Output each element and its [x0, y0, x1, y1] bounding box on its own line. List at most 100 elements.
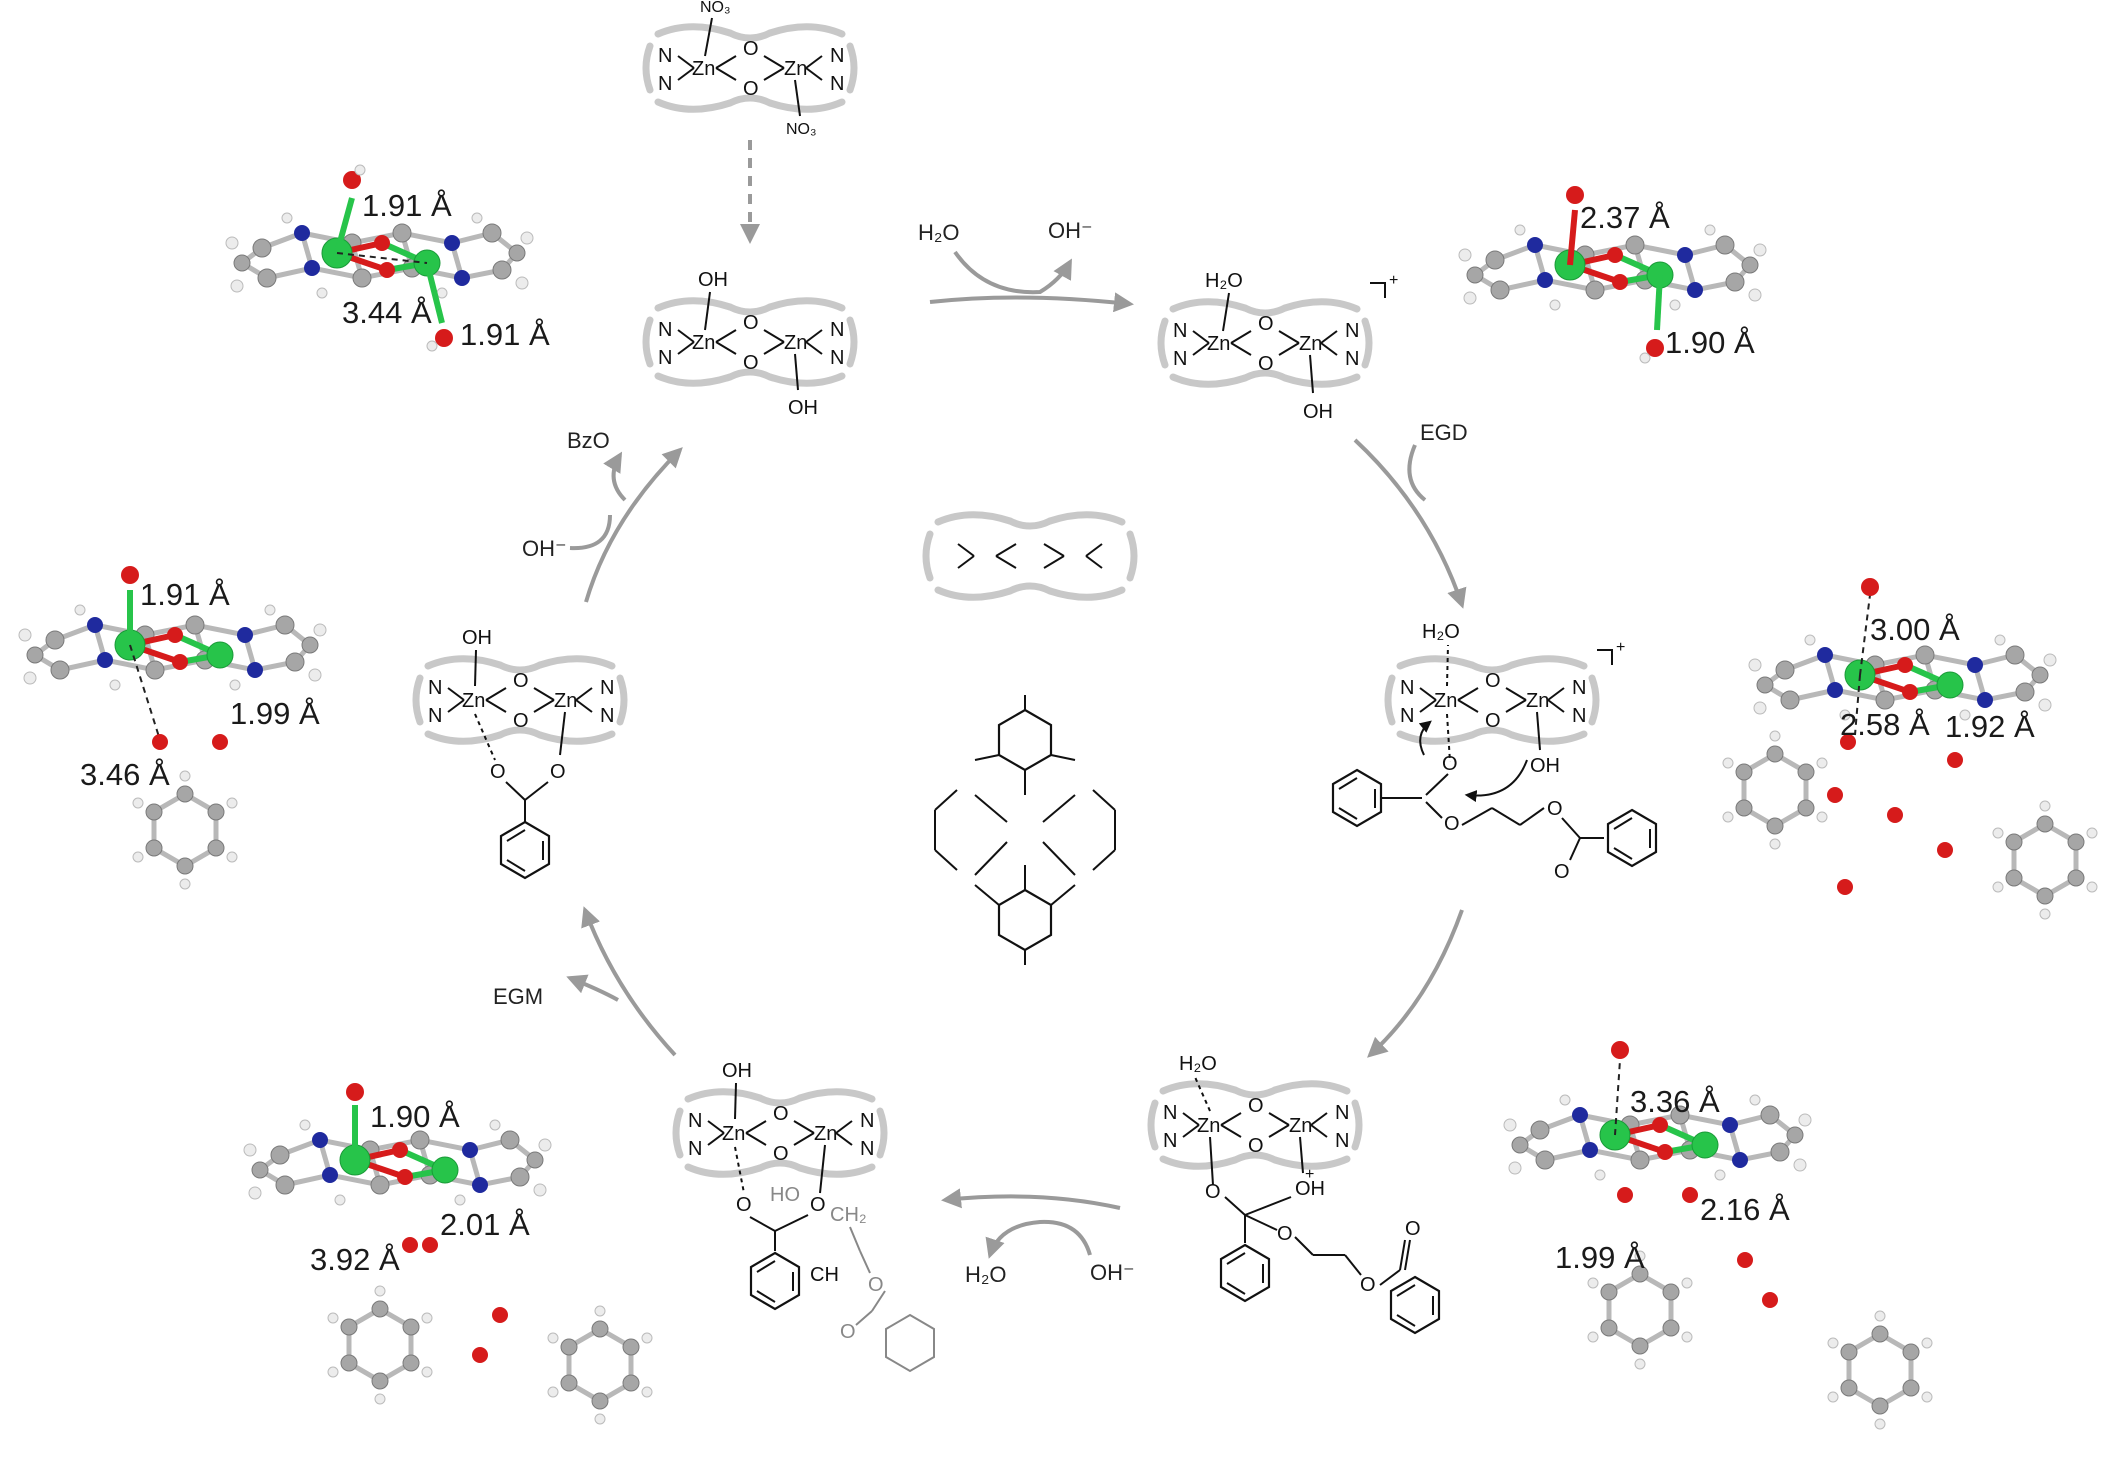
water-out-label: H₂O — [965, 1262, 1007, 1287]
ligand-n: N — [600, 705, 614, 727]
distance-label: 3.36 Å — [1630, 1084, 1720, 1119]
hydroxide-top: OH — [698, 269, 728, 291]
bridge-o: O — [1248, 1135, 1264, 1157]
ligand-n: N — [830, 319, 844, 341]
water-in-label: H₂O — [918, 220, 960, 245]
ligand-n: N — [1345, 348, 1359, 370]
charge: + — [1389, 272, 1398, 289]
ligand-n: N — [1400, 677, 1414, 699]
bridge-o: O — [1248, 1095, 1264, 1117]
distance-label: 1.92 Å — [1945, 709, 2035, 744]
nitrate-bottom: NO₃ — [786, 121, 817, 138]
bridge-o-top: O — [743, 38, 759, 60]
carbonyl-oxygen: O — [1442, 753, 1458, 775]
substrate-bound-complex: H₂O OH + Zn Zn O O N N N N O O O O — [1331, 621, 1658, 883]
zinc-left: Zn — [462, 690, 485, 712]
zinc-left: Zn — [722, 1123, 745, 1145]
zinc-left: Zn — [1197, 1115, 1220, 1137]
hydroxide-nucleophile: OH — [1530, 755, 1560, 777]
ligand-n: N — [658, 347, 672, 369]
tetrahedral-intermediate: H₂O OH + Zn Zn O O N N N N O O O O — [1151, 1053, 1441, 1335]
distance-label: 3.00 Å — [1870, 612, 1960, 647]
hydroxide-top: OH — [722, 1060, 752, 1082]
distance-label: 3.44 Å — [342, 295, 432, 330]
dft-model-product: 1.90 Å 2.01 Å 3.92 Å — [244, 1083, 652, 1424]
aryl-ch: CH — [810, 1264, 839, 1286]
zinc-left: Zn — [1434, 690, 1457, 712]
hydroxide-in-left-label: OH⁻ — [522, 536, 567, 561]
bridge-o: O — [1485, 710, 1501, 732]
glycol-hydroxyl: HO — [770, 1184, 800, 1206]
zinc-right: Zn — [814, 1123, 837, 1145]
carboxylate-o1: O — [736, 1194, 752, 1216]
hydroxide-out-label: OH⁻ — [1048, 218, 1093, 243]
aqua-ligand: H₂O — [1179, 1053, 1217, 1075]
ligand-n: N — [428, 677, 442, 699]
ligand-n: N — [658, 319, 672, 341]
bridge-o: O — [743, 312, 759, 334]
distance-label: 1.91 Å — [460, 317, 550, 352]
dft-model-tetrahedral: 3.36 Å 2.16 Å 1.99 Å — [1504, 1041, 1932, 1429]
distance-label: 1.90 Å — [1665, 325, 1755, 360]
ligand-n: N — [1345, 320, 1359, 342]
hydroxide: OH — [1295, 1178, 1325, 1200]
bridge-o: O — [1258, 353, 1274, 375]
distance-label: 1.90 Å — [370, 1099, 460, 1134]
hydroxide-bottom: OH — [788, 397, 818, 419]
bridge-o: O — [1258, 313, 1274, 335]
hydroxide-in-label: OH⁻ — [1090, 1260, 1135, 1285]
zinc-left: Zn — [692, 332, 715, 354]
ligand-n: N — [860, 1138, 874, 1160]
ether-o: O — [1277, 1223, 1293, 1245]
bridge-o: O — [1485, 670, 1501, 692]
egd-label: EGD — [1420, 420, 1468, 445]
bridge-o: O — [513, 670, 529, 692]
ligand-n: N — [658, 73, 672, 95]
zinc-right: Zn — [554, 690, 577, 712]
dft-model-benzoate: 1.91 Å 1.99 Å 3.46 Å — [19, 566, 326, 889]
ligand-n: N — [658, 45, 672, 67]
ligand-n: N — [830, 45, 844, 67]
ligand-n: N — [1572, 705, 1586, 727]
product-bound-complex: OH Zn Zn O O N N N N O O HO CH₂ CH O O — [676, 1060, 935, 1373]
zinc-left: Zn — [1207, 333, 1230, 355]
dft-model-aqua-hydroxo: 2.37 Å 1.90 Å — [1459, 186, 1766, 364]
zinc-right: Zn — [1289, 1115, 1312, 1137]
distance-label: 1.99 Å — [1555, 1240, 1645, 1275]
ligand-n: N — [860, 1110, 874, 1132]
ligand-n: N — [1400, 705, 1414, 727]
bridge-o: O — [743, 352, 759, 374]
distance-label: 1.99 Å — [230, 696, 320, 731]
ligand-n: N — [1335, 1102, 1349, 1124]
zinc-right: Zn — [1299, 333, 1322, 355]
bridge-o-bottom: O — [743, 78, 759, 100]
aqua-ligand: H₂O — [1422, 621, 1460, 643]
carboxylate-o2: O — [550, 761, 566, 783]
ligand-n: N — [428, 705, 442, 727]
distance-label: 2.58 Å — [1840, 707, 1930, 742]
dihydroxo-complex: OH OH Zn Zn O O N N N N — [646, 269, 854, 419]
precursor-structure: NO₃ NO₃ Zn Zn O O N N N N — [646, 0, 854, 138]
bridge-o: O — [513, 710, 529, 732]
ester-o: O — [868, 1274, 884, 1296]
alkoxide-o: O — [1205, 1181, 1221, 1203]
ester-oxygen: O — [1444, 813, 1460, 835]
distance-label: 1.91 Å — [362, 188, 452, 223]
glycol-ch2: CH₂ — [830, 1204, 867, 1226]
ligand-n: N — [688, 1138, 702, 1160]
zinc-left: Zn — [692, 58, 715, 80]
ester-o: O — [1360, 1274, 1376, 1296]
ligand-n: N — [830, 347, 844, 369]
carbonyl-o: O — [840, 1321, 856, 1343]
carboxylate-o2: O — [810, 1194, 826, 1216]
aqua-hydroxo-complex: H₂O OH + Zn Zn O O N N N N — [1161, 270, 1398, 423]
ligand-n: N — [830, 73, 844, 95]
zinc-right: Zn — [784, 58, 807, 80]
catalyst-ii-skeletal — [934, 695, 1116, 965]
distance-label: 2.16 Å — [1700, 1192, 1790, 1227]
benzoate-bound-complex: OH Zn Zn O O N N N N O O — [416, 627, 624, 880]
zinc-right: Zn — [1526, 690, 1549, 712]
reagent-labels: H₂O OH⁻ EGD OH⁻ H₂O EGM OH⁻ BzO — [493, 218, 1468, 1287]
